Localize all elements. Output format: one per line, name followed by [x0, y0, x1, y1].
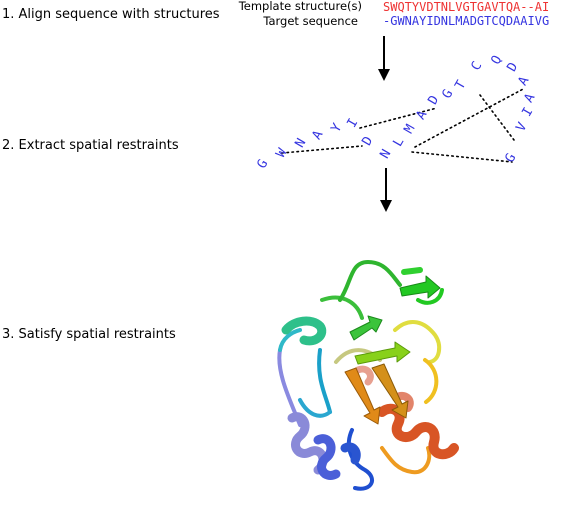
restraint-line — [479, 94, 515, 141]
residue-letter: C — [469, 59, 486, 73]
template-sequence: SWQTYVDTNLVGTGAVTQA--AI — [383, 0, 549, 14]
loop-green-3 — [416, 288, 444, 305]
target-sequence: -GWNAYIDNLMADGTCQDAAIVG — [383, 14, 549, 28]
step-3-label: 3. Satisfy spatial restraints — [2, 327, 176, 342]
protein-structure — [277, 260, 459, 491]
strand-yellowgreen — [354, 341, 411, 365]
residue-letter: Q — [489, 53, 506, 67]
strand-green-mid — [349, 315, 383, 341]
restraint-lines — [281, 87, 526, 163]
restraint-line — [411, 151, 513, 163]
loop-teal-2 — [298, 398, 332, 418]
template-label: Template structure(s) — [238, 0, 362, 13]
step-2-label: 2. Extract spatial restraints — [2, 138, 179, 153]
residue-letter: I — [345, 116, 362, 130]
residue-letter: A — [516, 74, 533, 88]
loop-green-2 — [338, 260, 402, 302]
residue-letter: W — [274, 146, 291, 160]
step-1-label: 1. Align sequence with structures — [2, 7, 220, 22]
residue-letter: A — [310, 128, 327, 142]
loop-yellow — [393, 320, 442, 364]
residue-letter: I — [520, 105, 537, 119]
loop-teal — [317, 348, 332, 414]
loop-cyan — [278, 328, 302, 352]
loop-orange-yellow — [423, 358, 439, 404]
residue-letter: L — [391, 135, 408, 149]
restraint-line — [281, 145, 363, 154]
residue-letter: T — [453, 78, 470, 92]
loop-green-1 — [320, 295, 364, 320]
residue-letter: G — [440, 87, 457, 101]
residue-letter: G — [503, 151, 520, 165]
residue-letter: V — [514, 120, 531, 134]
strand-orange-2 — [371, 363, 409, 419]
target-label: Target sequence — [262, 14, 358, 28]
restraint-line — [414, 87, 526, 148]
strand-orange-1 — [344, 367, 381, 425]
restraint-line — [359, 107, 438, 129]
residue-letter: M — [402, 122, 419, 136]
residue-letter: D — [505, 60, 522, 74]
helix-blue — [287, 412, 361, 480]
loop-orange — [380, 446, 432, 475]
residue-letter: A — [522, 91, 539, 105]
strand-green-top — [399, 267, 441, 299]
residue-letter: G — [255, 157, 272, 171]
residue-letter: N — [378, 147, 395, 161]
residue-letter: N — [293, 136, 310, 150]
residue-letter: Y — [329, 121, 346, 135]
helix-cyan-green — [281, 316, 327, 346]
